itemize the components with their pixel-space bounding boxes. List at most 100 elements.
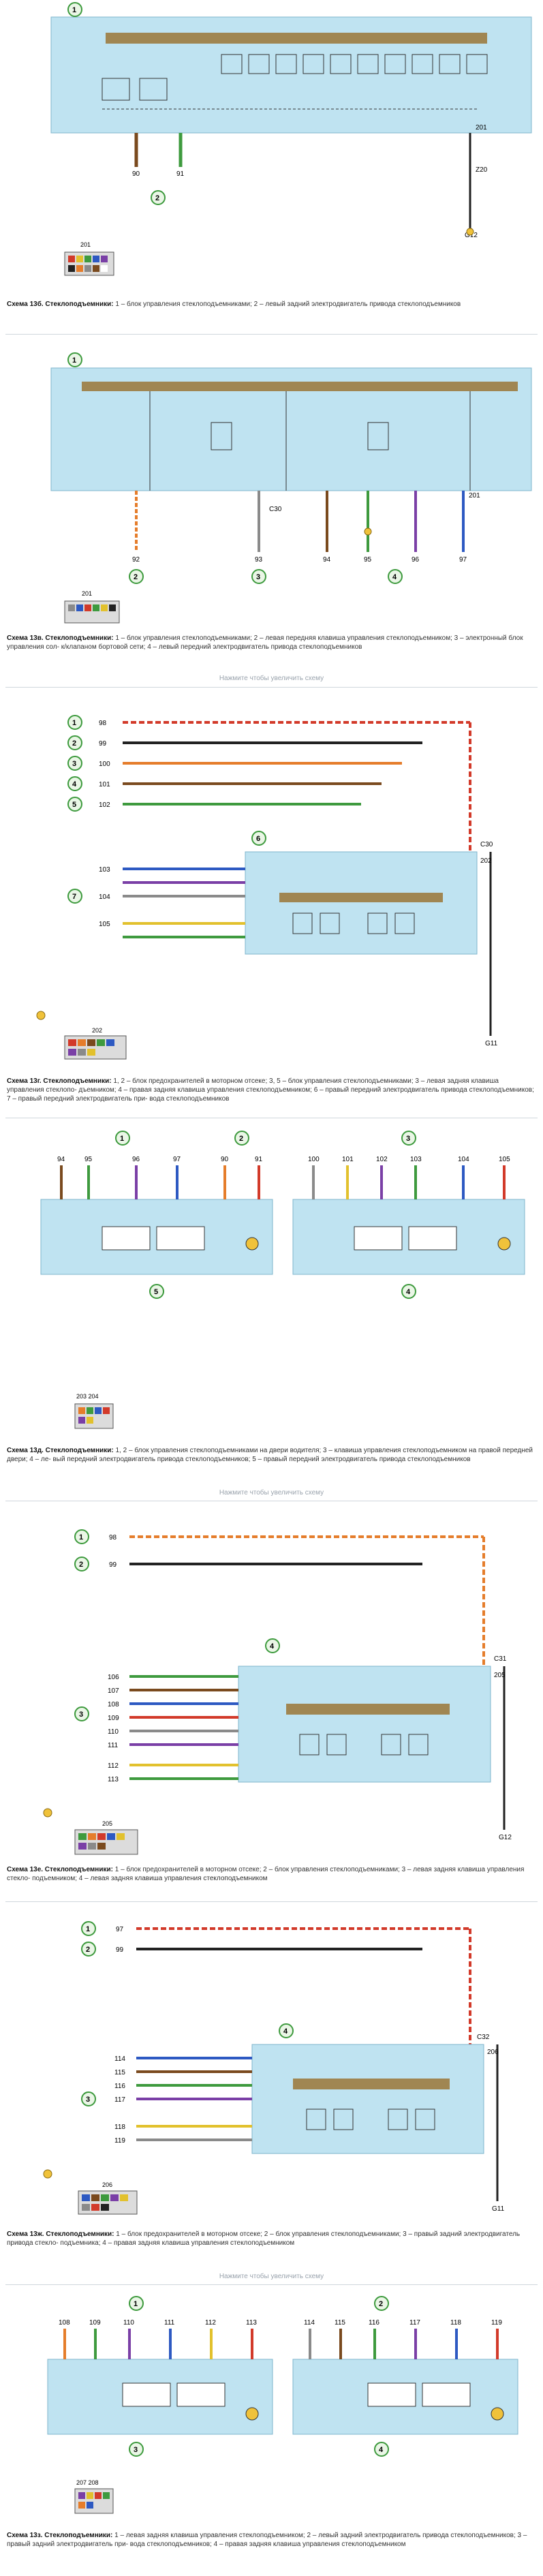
wire-label: 94 <box>323 556 331 564</box>
svg-text:4: 4 <box>392 573 397 581</box>
callout-badge: 2 <box>74 1557 89 1571</box>
wire-label: 102 <box>99 801 110 809</box>
relay-block <box>102 54 488 110</box>
figure-caption: Схема 13д. Стеклоподъемники: 1, 2 – блок… <box>7 1447 533 1463</box>
callout-badge: 4 <box>279 2023 294 2038</box>
diagram-13g-svg[interactable]: 98 99 100 101 102 103 104 105 C30 202 G1… <box>0 695 543 1077</box>
wire-label: 96 <box>412 556 420 564</box>
ground-label: C31 <box>494 1655 507 1663</box>
internal-circuit <box>149 391 471 491</box>
relay-block <box>306 2109 435 2130</box>
switch-block <box>102 1226 511 1251</box>
svg-text:3: 3 <box>406 1135 410 1143</box>
wire-label: 93 <box>255 556 263 564</box>
connector-icon <box>64 1035 127 1060</box>
wire-label: 115 <box>114 2069 125 2076</box>
svg-text:5: 5 <box>72 801 76 809</box>
diagram-13d-svg[interactable]: 94 95 96 97 90 91 100 101 102 103 104 10… <box>0 1124 543 1445</box>
svg-text:1: 1 <box>72 6 76 14</box>
wire-label: 114 <box>114 2055 125 2063</box>
diagram-13b-svg[interactable]: 90 91 201 Z20 G12 1 2 201 <box>0 0 543 300</box>
svg-text:1: 1 <box>72 719 76 727</box>
ground-icon <box>364 527 372 536</box>
diagram-13g: 98 99 100 101 102 103 104 105 C30 202 G1… <box>0 695 543 1104</box>
svg-text:1: 1 <box>86 1925 90 1933</box>
wire-label: 99 <box>99 740 107 748</box>
wire-label: 103 <box>99 866 110 874</box>
unit-bar <box>293 2079 450 2089</box>
connector-label: 206 <box>102 2181 112 2188</box>
connector-label: 202 <box>92 1027 102 1034</box>
wire-label: 103 <box>410 1156 422 1163</box>
ground-label: G12 <box>465 232 478 239</box>
figure-caption: Схема 13ж. Стеклоподъемники: 1 – блок пр… <box>7 2230 521 2247</box>
ground-label: G11 <box>492 2205 505 2213</box>
wire-label: 91 <box>255 1156 263 1163</box>
callout-badge: 4 <box>265 1638 280 1653</box>
connector-icon <box>74 1829 138 1855</box>
callout-badge: 4 <box>374 2442 389 2457</box>
control-unit <box>238 1666 491 1783</box>
wire-label: 116 <box>369 2319 379 2327</box>
callout-badge: 4 <box>401 1284 416 1299</box>
svg-text:1: 1 <box>79 1533 83 1542</box>
wire-label: 119 <box>114 2137 125 2145</box>
wire-label: 100 <box>308 1156 320 1163</box>
svg-text:3: 3 <box>79 1711 83 1719</box>
svg-text:3: 3 <box>86 2096 90 2104</box>
wire-label: 115 <box>335 2319 345 2327</box>
ground-icon <box>36 1011 46 1020</box>
wire-label: 111 <box>164 2319 175 2327</box>
wire-label: 90 <box>132 170 140 178</box>
wire-label: 98 <box>109 1534 117 1542</box>
wire-label: 96 <box>132 1156 140 1163</box>
svg-text:2: 2 <box>155 194 159 202</box>
svg-text:3: 3 <box>256 573 260 581</box>
ground-label: 202 <box>480 857 492 865</box>
ground-icon <box>43 2169 52 2179</box>
connector-icon <box>74 2488 114 2514</box>
relay-block <box>299 1734 429 1755</box>
diagram-13b: 90 91 201 Z20 G12 1 2 201 Схема 13б. Сте… <box>0 0 543 320</box>
zoom-hint[interactable]: Нажмите чтобы увеличить схему <box>219 1489 324 1497</box>
wire-label: 100 <box>99 761 110 768</box>
connector-label: 203 204 <box>76 1393 99 1400</box>
wire-label: 117 <box>114 2096 125 2104</box>
wire-label: 101 <box>99 781 110 788</box>
ground-label: 201 <box>476 124 487 132</box>
diagram-13z: 108 109 110 111 112 113 114 115 116 117 … <box>0 2291 543 2571</box>
zoom-hint[interactable]: Нажмите чтобы увеличить схему <box>219 675 324 682</box>
svg-text:2: 2 <box>79 1561 83 1569</box>
unit-bar <box>82 382 518 391</box>
ground-label: C30 <box>480 841 493 848</box>
callout-badge: 1 <box>74 1529 89 1544</box>
callout-badge: 2 <box>151 190 166 205</box>
wire-label: 107 <box>108 1687 119 1695</box>
ground-label: 206 <box>487 2049 499 2056</box>
wire-label: 114 <box>304 2319 315 2327</box>
zoom-hint[interactable]: Нажмите чтобы увеличить схему <box>219 2273 324 2280</box>
diagram-13e-svg[interactable]: 98 99 106 107 108 109 110 111 112 113 C3… <box>0 1509 543 1864</box>
connector-icon <box>74 1403 114 1429</box>
callout-badge: 6 <box>251 831 266 846</box>
wire-label: 97 <box>459 556 467 564</box>
ground-label: G12 <box>499 1834 512 1841</box>
figure-caption: Схема 13б. Стеклоподъемники: 1 – блок уп… <box>7 301 461 308</box>
svg-text:1: 1 <box>72 356 76 365</box>
relay-block <box>292 913 415 934</box>
svg-text:4: 4 <box>406 1288 411 1296</box>
figure-caption: Схема 13з. Стеклоподъемники: 1 – левая з… <box>7 2532 527 2548</box>
wire-label: 105 <box>99 921 110 928</box>
diagram-13zh-svg[interactable]: 97 99 114 115 116 117 118 119 C32 206 G1… <box>0 1908 543 2228</box>
divider <box>5 2284 538 2285</box>
connector-label: 205 <box>102 1820 112 1827</box>
diagram-13v-svg[interactable]: 92 93 94 95 96 97 C30 201 1 2 3 4 201 <box>0 348 543 634</box>
diagram-13z-svg[interactable]: 108 109 110 111 112 113 114 115 116 117 … <box>0 2291 543 2530</box>
wire-label: 112 <box>108 1762 119 1770</box>
ground-label: Z20 <box>476 166 488 174</box>
callout-badge: 5 <box>149 1284 164 1299</box>
unit-bar <box>106 33 487 44</box>
wire-label: 92 <box>132 556 140 564</box>
divider <box>5 334 538 335</box>
svg-text:1: 1 <box>134 2300 138 2308</box>
